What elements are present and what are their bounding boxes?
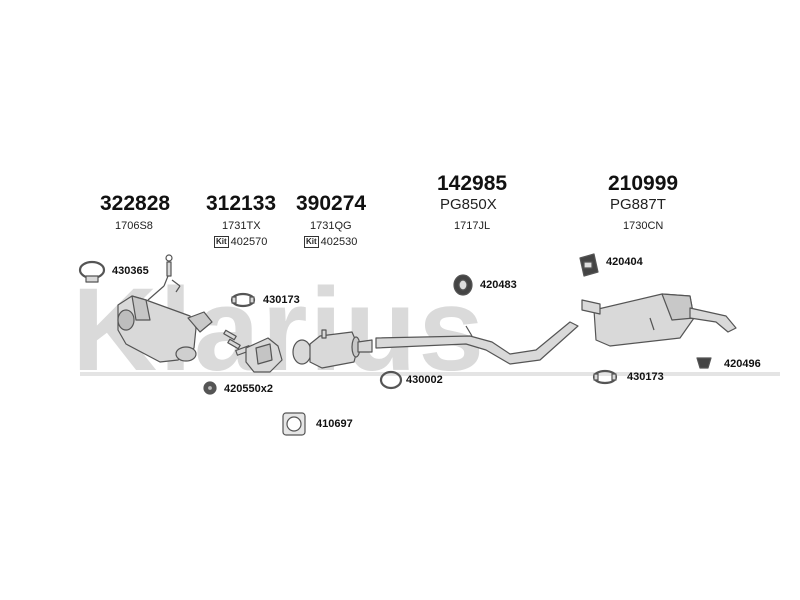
sensor-bolt-icon — [165, 254, 181, 293]
callout-420550x2: 420550x2 — [224, 383, 273, 395]
rubber-mount-420404-icon — [579, 253, 599, 277]
part-code-1731QG: 1731QG — [310, 220, 352, 232]
part-sub-PG850X: PG850X — [440, 196, 497, 213]
part-number-312133: 312133 — [206, 192, 277, 215]
part-code-1706S8: 1706S8 — [115, 220, 153, 232]
front-catalyst-icon — [117, 275, 213, 363]
connecting-pipe-icon — [245, 337, 283, 373]
callout-420483: 420483 — [480, 279, 517, 291]
watermark-underline — [80, 372, 780, 376]
hanger-420496-icon — [696, 357, 712, 369]
part-code-1731TX: 1731TX — [222, 220, 261, 232]
part-code-1730CN: 1730CN — [623, 220, 664, 232]
callout-420404: 420404 — [606, 256, 643, 268]
callout-430002: 430002 — [406, 374, 443, 386]
gasket-410697-icon — [282, 412, 306, 436]
clamp-430173-right-icon — [592, 369, 618, 385]
dpf-icon — [292, 329, 373, 369]
part-number-322828: 322828 — [100, 192, 171, 215]
clamp-430365-icon — [78, 260, 106, 283]
rear-silencer-icon — [581, 293, 737, 347]
part-code-1717JL: 1717JL — [454, 220, 491, 232]
rubber-mount-420550-icon — [203, 381, 217, 395]
callout-430173-right: 430173 — [627, 371, 664, 383]
kit-number-402570: 402570 — [230, 236, 268, 248]
kit-number-402530: 402530 — [320, 236, 358, 248]
part-number-210999: 210999 — [608, 172, 679, 195]
callout-430173-left: 430173 — [263, 294, 300, 306]
clamp-430002-icon — [379, 370, 403, 390]
rubber-mount-420483-icon — [453, 274, 473, 296]
callout-410697: 410697 — [316, 418, 353, 430]
part-sub-PG887T: PG887T — [610, 196, 666, 213]
kit-label: Kit — [304, 236, 319, 248]
callout-430365: 430365 — [112, 265, 149, 277]
callout-420496: 420496 — [724, 358, 761, 370]
clamp-430173-left-icon — [230, 292, 256, 308]
part-number-390274: 390274 — [296, 192, 367, 215]
middle-pipe-icon — [375, 321, 579, 365]
part-number-142985: 142985 — [437, 172, 508, 195]
kit-label: Kit — [214, 236, 229, 248]
